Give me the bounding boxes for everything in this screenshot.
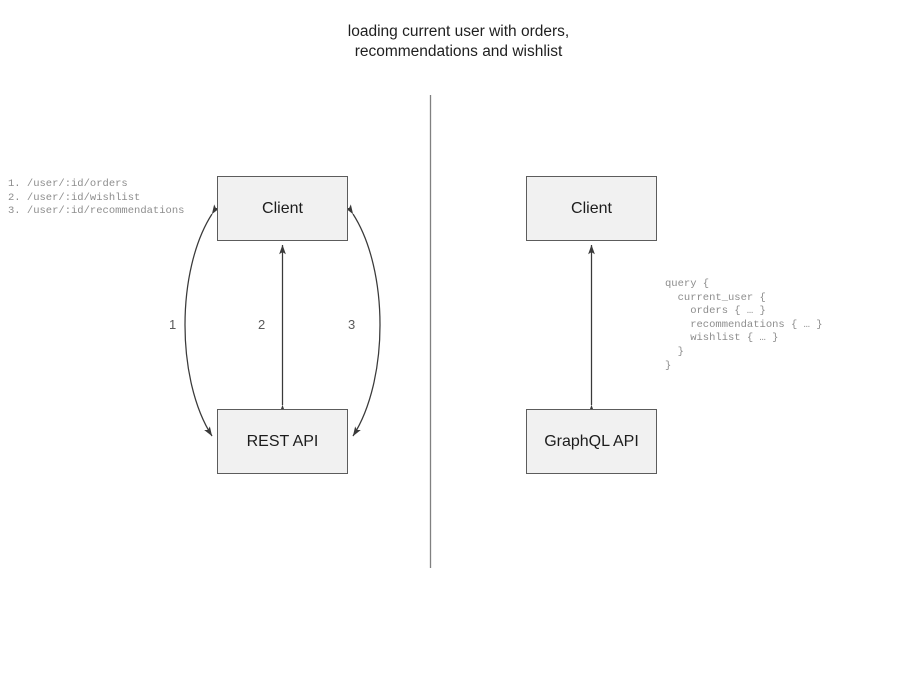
edge-rest-1: [184, 204, 220, 437]
node-rest-api[interactable]: REST API: [217, 409, 348, 474]
diagram-title-line-1: loading current user with orders,: [347, 23, 570, 40]
edge-rest-3: [345, 204, 381, 437]
node-graphql-api[interactable]: GraphQL API: [526, 409, 657, 474]
edge-label-3: 3: [348, 317, 356, 332]
node-client-graphql[interactable]: Client: [526, 176, 657, 241]
node-client-rest[interactable]: Client: [217, 176, 348, 241]
edge-label-1: 1: [169, 317, 177, 332]
diagram-title-line-2: recommendations and wishlist: [354, 43, 563, 60]
rest-endpoints-annotation: 1. /user/:id/orders 2. /user/:id/wishlis…: [8, 178, 185, 218]
diagram-title: loading current user with orders, recomm…: [0, 22, 917, 62]
edge-label-2: 2: [258, 317, 266, 332]
graphql-query-annotation: query { current_user { orders { … } reco…: [665, 278, 823, 372]
